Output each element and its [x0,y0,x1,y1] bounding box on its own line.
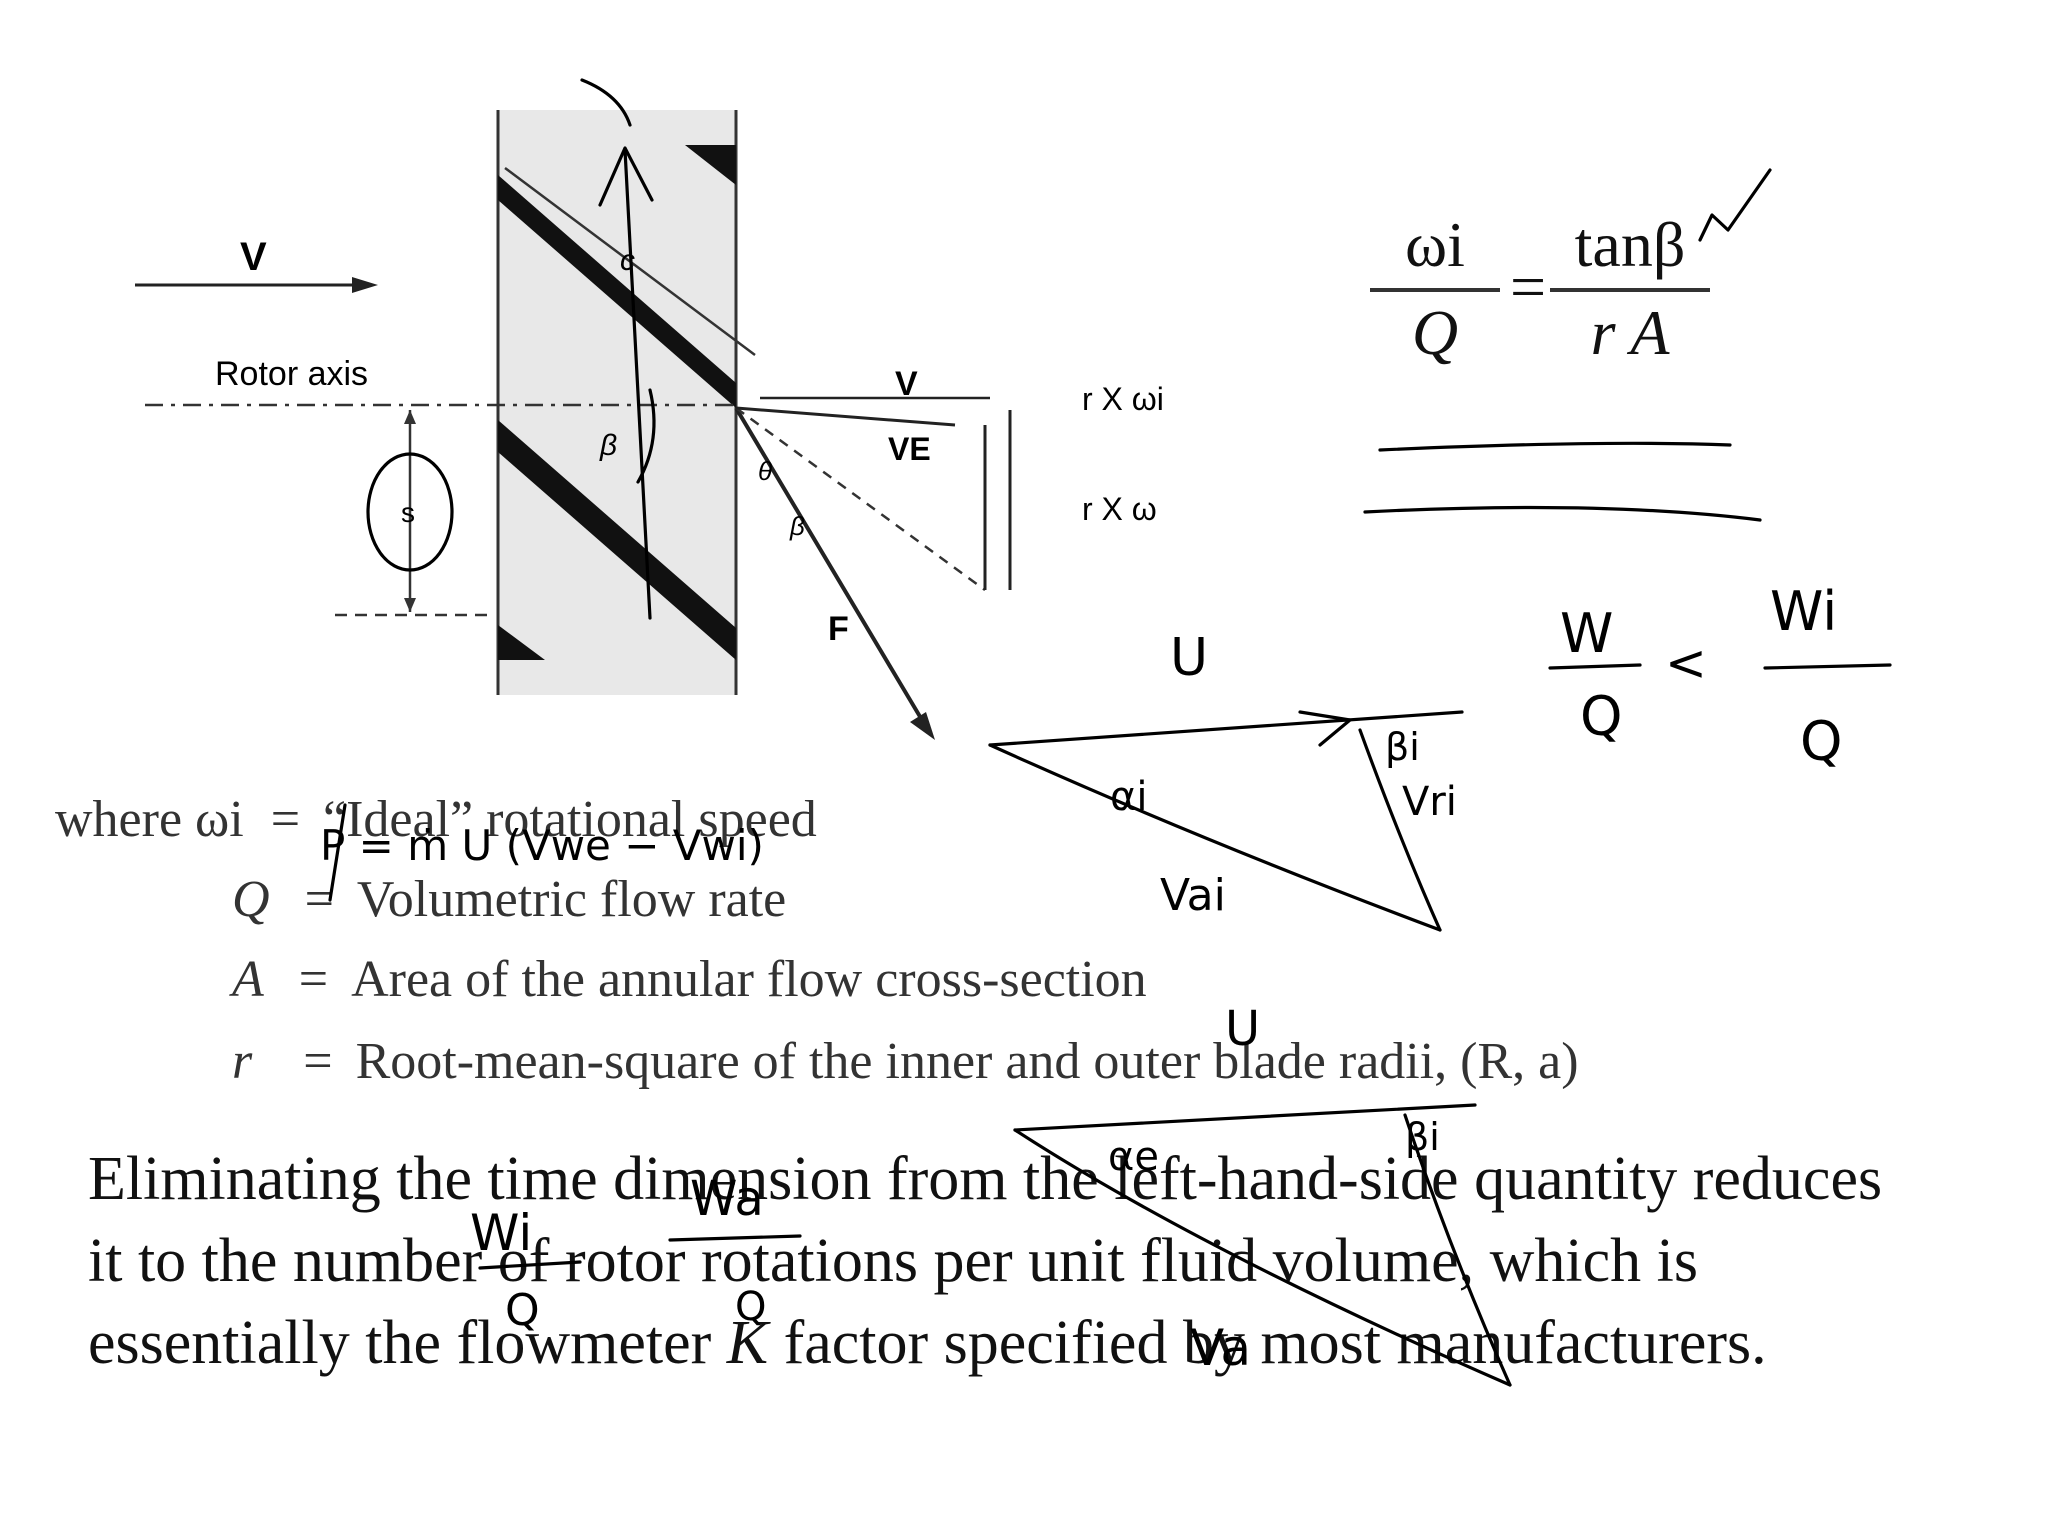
blade-fragment-top [685,145,736,185]
definition-row: A = Area of the annular flow cross-secti… [232,950,1147,1009]
definition-symbol: where ωi [55,791,244,848]
s-circle-mark [366,452,454,572]
bracket-mark [328,803,347,902]
wi-denominator-ink: Q [1800,710,1843,773]
blade-angle-label: β [599,429,617,462]
lower-triangle-vr [1403,1113,1512,1387]
definition-text: “Ideal” rotational speed [323,791,817,848]
triangle-top-u [988,710,1464,747]
paragraph-text-2: factor specified by most manufacturers. [768,1309,1767,1377]
s-arrow-bottom [404,598,416,612]
wi-numerator-ink: Wi [1770,580,1837,643]
beta-velocity-label: β [789,511,805,541]
ve-label: VE [888,431,931,467]
definition-row: where ωi = “Ideal” rotational speed [55,790,817,849]
va-i-ink: Vai [1160,870,1226,921]
alpha-i-ink: αi [1110,774,1147,820]
s-arrow-top [404,410,416,424]
beta-e-ink: βi [1405,1115,1440,1159]
less-than-ink: < [1665,634,1707,692]
u-bottom-ink: U [1225,1001,1260,1057]
rotor-axis-label: Rotor axis [215,355,368,393]
va-low-ink: Va [1190,1319,1251,1377]
w-over-q-bar [1548,663,1642,670]
blade-upper [498,175,736,408]
k-symbol: K [726,1309,769,1377]
r-omega-label: r X ω [1082,491,1157,527]
r-omega-i-label: r X ωi [1082,381,1164,417]
triangle-vr [1358,728,1442,932]
triangle-va [988,743,1442,932]
wa-low-ink: Wa [690,1171,764,1227]
equation-rhs-denominator: r A [1590,297,1670,368]
w-numerator-ink: W [1560,602,1613,665]
vr-i-ink: Vri [1402,779,1457,825]
q-low1-ink: Q [505,1285,540,1336]
force-arrow-head [910,712,935,740]
equation-lhs-denominator: Q [1411,297,1459,368]
lower-triangle-va [1013,1128,1512,1387]
definition-equals: = [303,1033,333,1090]
equation-equals: = [1510,251,1547,322]
top-arc-mark [580,78,632,127]
definition-row: Q = Volumetric flow rate [232,870,786,929]
equation-lhs-numerator: ωi [1405,209,1465,280]
equation-rhs-fraction-bar [1550,288,1710,292]
equation-underline-2 [1363,505,1762,522]
blade-fragment-bottom [498,625,545,660]
definition-equals: = [298,951,329,1008]
blade-lower [498,420,736,660]
explanation-paragraph: Eliminating the time dimension from the … [88,1138,1908,1384]
velocity-dashed [735,406,986,592]
paragraph-text-1: Eliminating the time dimension from the … [88,1145,1883,1377]
beta-i-ink: βi [1385,725,1420,769]
flow-velocity-label: V [240,235,267,279]
rotation-arrowhead-mark [598,146,654,207]
q-low2-ink: Q [735,1284,766,1330]
lower-triangle-top [1013,1103,1477,1132]
theta-label: θ [758,456,772,486]
flow-arrow-head [352,277,378,293]
wi-low-ink: Wi [470,1204,532,1262]
beta-arc-mark [636,388,656,484]
force-arrow-line [734,406,927,727]
wi-low-bar [478,1260,582,1270]
wa-low-bar [668,1234,802,1242]
ve-vector [735,406,956,427]
rotation-arrow-mark [623,148,652,620]
check-mark [1698,168,1772,242]
definition-symbol: r [232,1033,253,1090]
force-label: F [828,610,849,648]
pitch-label: s [401,497,415,528]
alpha-e-ink: αe [1108,1134,1159,1180]
definition-text: Area of the annular flow cross-section [351,951,1147,1008]
u-arrowhead [1298,710,1352,747]
w-denominator-ink: Q [1580,685,1623,748]
definition-text: Volumetric flow rate [356,871,787,928]
power-equation-ink: P = ṁ U (Vwe − Vwi) [320,821,764,870]
definition-row: r = Root-mean-square of the inner and ou… [232,1032,1579,1091]
definition-text: Root-mean-square of the inner and outer … [355,1033,1579,1090]
v-small-label: V [895,365,918,403]
definition-symbol: A [232,951,264,1008]
u-top-ink: U [1170,628,1208,688]
definition-equals: = [270,791,301,848]
equation-lhs-fraction-bar [1370,288,1500,292]
equation-underline-1 [1378,441,1732,452]
definition-symbol: Q [232,871,270,928]
equation-rhs-numerator: tanβ [1574,209,1686,280]
wi-over-q-bar [1763,663,1892,670]
